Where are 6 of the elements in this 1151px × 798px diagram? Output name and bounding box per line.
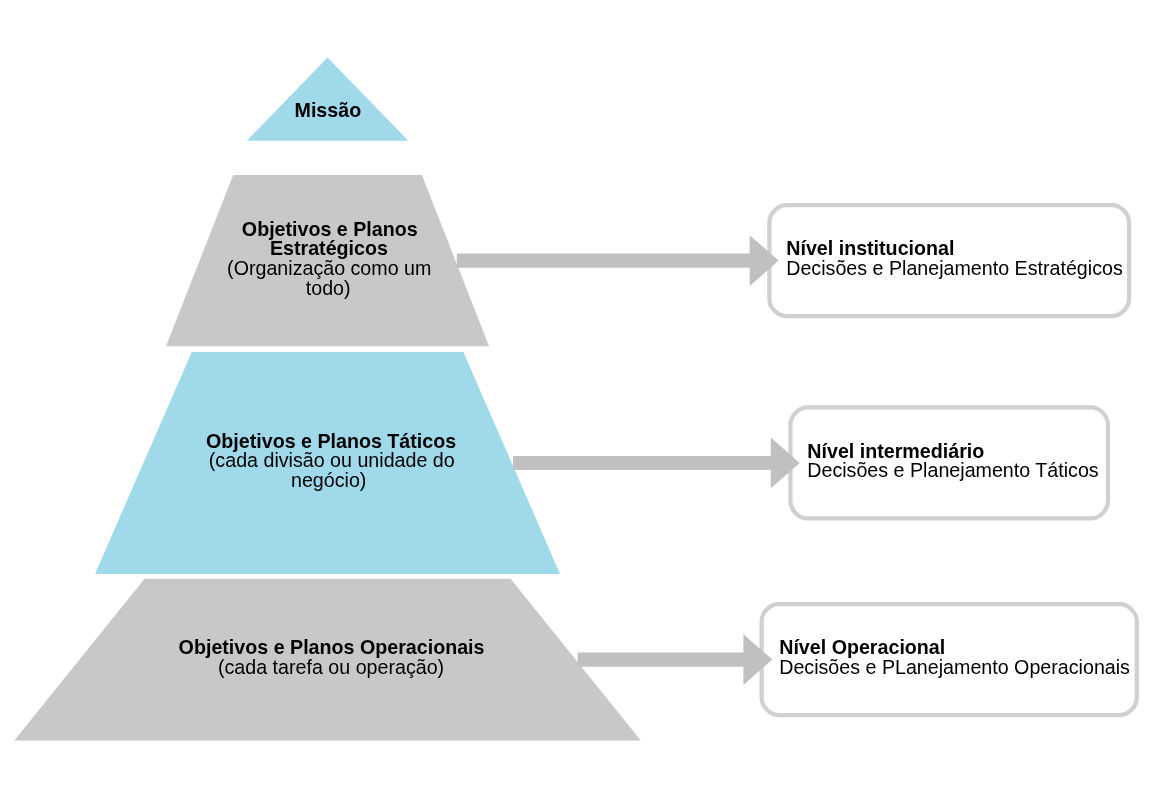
arrow [513, 437, 800, 489]
arrow [456, 235, 779, 286]
arrow [577, 634, 773, 685]
node-box: Nível intermediário Decisões e Planejamento Táticos [788, 405, 1111, 521]
node-box: Nível institucional Decisões e Planejamento Estratégicos [767, 203, 1132, 319]
node-box: Nível Operacional Decisões e PLanejamento Operacionais [759, 602, 1139, 718]
